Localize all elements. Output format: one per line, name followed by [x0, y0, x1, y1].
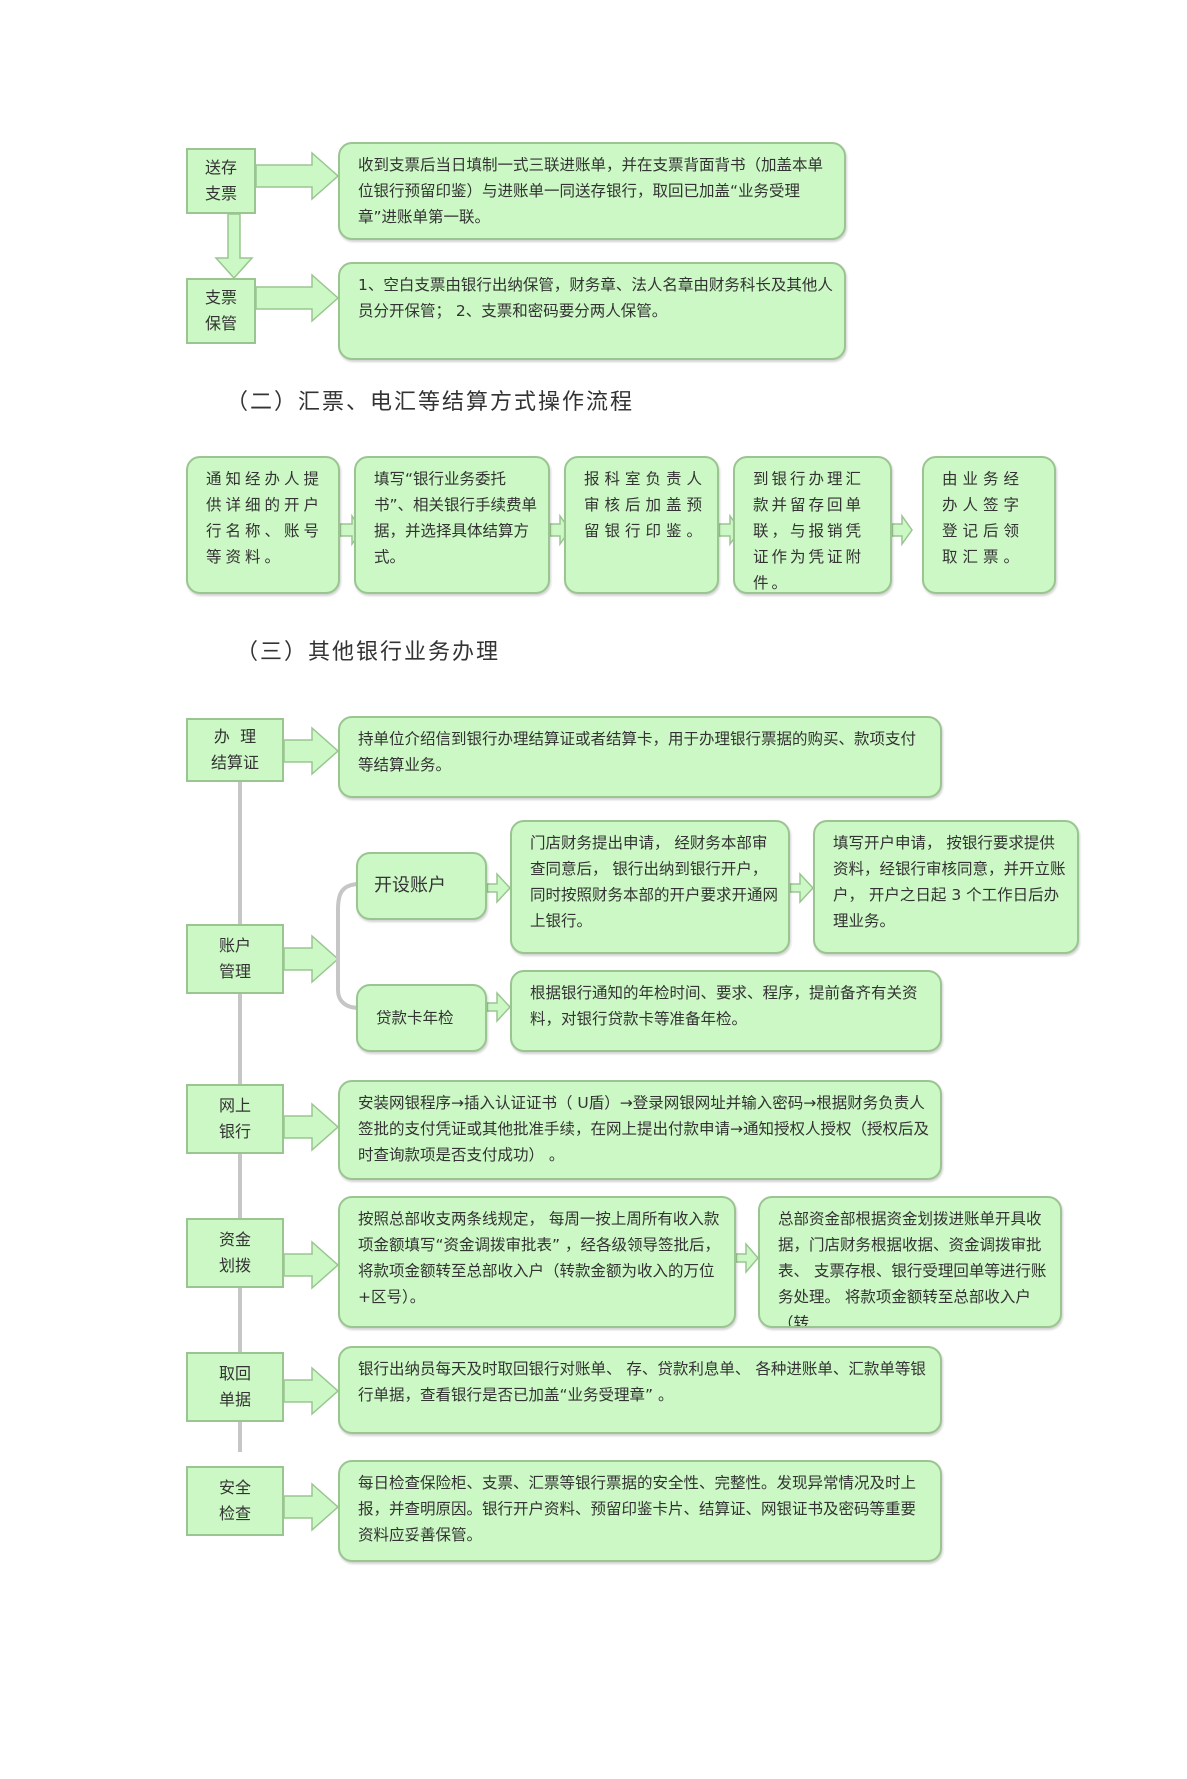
arrow-step2-to-text	[255, 273, 340, 323]
arrow-fund	[283, 1240, 340, 1290]
safety-text: 每日检查保险柜、支票、汇票等银行票据的安全性、完整性。发现异常情况及时上报，并查…	[338, 1460, 942, 1562]
fund-transfer-text-2: 总部资金部根据资金划拨进账单开具收据，门店财务根据收据、资金调拨审批表、 支票存…	[758, 1196, 1062, 1328]
s2-step-4: 到银行办理汇款并留存回单联，与报销凭证作为凭证附件。	[733, 456, 892, 594]
arrow-loan	[486, 991, 512, 1023]
step-check-custody-label: 支票 保管	[186, 278, 256, 344]
section3-heading: （三）其他银行业务办理	[236, 640, 501, 665]
arrow-fund-2	[735, 1241, 759, 1275]
step-check-custody-text: 1、空白支票由银行出纳保管，财务章、法人名章由财务科长及其他人员分开保管； 2、…	[338, 262, 846, 360]
step-send-check-label: 送存 支票	[186, 148, 256, 214]
arrow-open-2	[789, 872, 815, 904]
s2-step-2: 填写“银行业务委托书”、相关银行手续费单据，并选择具体结算方式。	[354, 456, 550, 594]
arrow-settle	[283, 726, 340, 776]
safety-label: 安全 检查	[186, 1466, 284, 1536]
s2-step-3: 报科室负责人审核后加盖预留银行印鉴。	[564, 456, 719, 594]
loan-card-text: 根据银行通知的年检时间、要求、程序，提前备齐有关资料，对银行贷款卡等准备年检。	[510, 970, 942, 1052]
s2-step-1: 通知经办人提供详细的开户行名称、账号等资料。	[186, 456, 340, 594]
online-bank-text: 安装网银程序→插入认证证书（ U盾）→登录网银网址并输入密码→根据财务负责人签批…	[338, 1080, 942, 1180]
arrow-online	[283, 1102, 340, 1152]
fund-transfer-label: 资金 划拨	[186, 1218, 284, 1288]
step-send-check-text: 收到支票后当日填制一式三联进账单，并在支票背面背书（加盖本单位银行预留印鉴）与进…	[338, 142, 846, 240]
arrow-account	[283, 934, 340, 984]
open-account-label: 开设账户	[356, 852, 487, 920]
arrow-safety	[283, 1482, 340, 1532]
section2-heading: （二）汇票、电汇等结算方式操作流程	[226, 390, 635, 415]
fund-transfer-text-1: 按照总部收支两条线规定， 每周一按上周所有收入款项金额填写“资金调拨审批表” ，…	[338, 1196, 736, 1328]
arrow-open-1	[486, 872, 512, 904]
arrow-receipt	[283, 1366, 340, 1416]
open-account-text-1: 门店财务提出申请， 经财务本部审查同意后， 银行出纳到银行开户，同时按照财务本部…	[510, 820, 790, 954]
account-label: 账户 管理	[186, 924, 284, 994]
arrow-down-step1-step2	[214, 213, 254, 280]
s2-step-5: 由业务经办人签字登记后领取汇票。	[922, 456, 1056, 594]
settle-text: 持单位介绍信到银行办理结算证或者结算卡，用于办理银行票据的购买、款项支付等结算业…	[338, 716, 942, 798]
settle-label: 办 理 结算证	[186, 718, 284, 782]
arrow-s2-4	[891, 513, 913, 547]
online-bank-label: 网上 银行	[186, 1084, 284, 1154]
open-account-text-2: 填写开户申请， 按银行要求提供资料，经银行审核同意，并开立账户， 开户之日起 3…	[813, 820, 1079, 954]
receipt-label: 取回 单据	[186, 1352, 284, 1422]
receipt-text: 银行出纳员每天及时取回银行对账单、 存、贷款利息单、 各种进账单、汇款单等银行单…	[338, 1346, 942, 1434]
arrow-step1-to-text	[255, 151, 340, 201]
loan-card-label: 贷款卡年检	[356, 984, 487, 1052]
